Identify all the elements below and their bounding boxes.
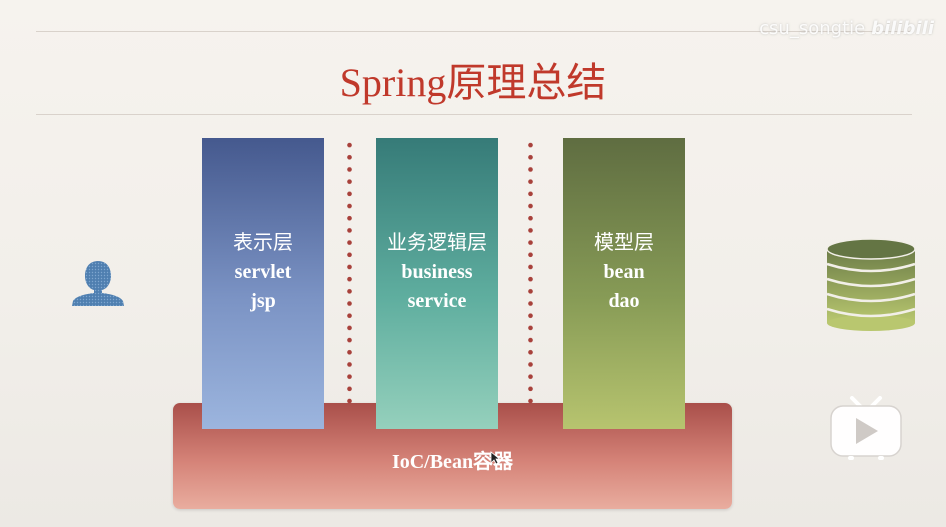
container-label: IoC/Bean容器 [391, 451, 514, 473]
video-play-icon[interactable] [828, 396, 904, 462]
user-silhouette-icon [72, 261, 124, 306]
separator-dotted-line [528, 139, 533, 411]
layer-title: 模型层 [594, 232, 654, 254]
layer-tech: business [401, 261, 473, 283]
layer-tech: jsp [250, 290, 276, 312]
top-divider [36, 31, 912, 32]
bilibili-logo: bilibili [871, 18, 934, 39]
layer-business-logic: 业务逻辑层 business service [376, 138, 498, 429]
layer-tech: servlet [234, 261, 292, 283]
layer-tech: service [407, 290, 467, 312]
layer-model: 模型层 bean dao [563, 138, 685, 429]
slide-title: Spring原理总结 [339, 60, 607, 105]
layer-tech: bean [603, 261, 645, 283]
title-divider [36, 114, 912, 115]
layer-presentation: 表示层 servlet jsp [202, 138, 324, 429]
separator-dotted-line [347, 139, 352, 411]
mouse-cursor-icon [490, 451, 500, 465]
layer-title: 表示层 [233, 232, 293, 254]
layer-tech: dao [608, 290, 640, 312]
database-stack-icon [826, 238, 916, 331]
layer-title: 业务逻辑层 [387, 232, 487, 254]
watermark-user: csu_songtie [759, 18, 866, 39]
